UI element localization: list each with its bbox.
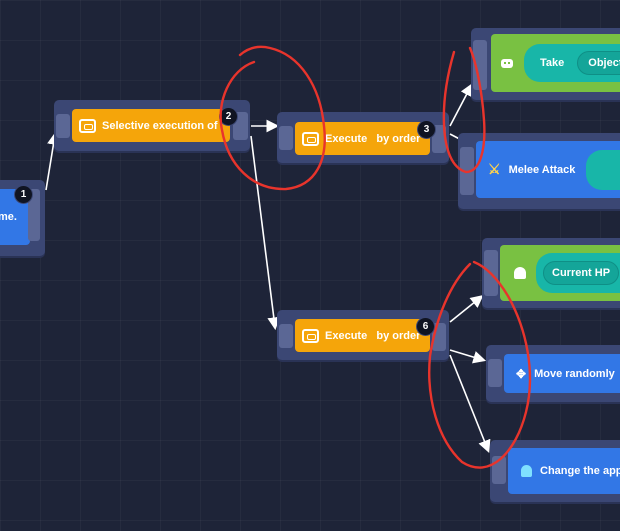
node-4-param-pill[interactable]: Take Object bbox=[524, 44, 620, 82]
ghost-icon bbox=[514, 267, 526, 279]
wire-6-to-9 bbox=[449, 354, 491, 453]
annotation-circle-2 bbox=[442, 46, 486, 174]
node-3[interactable]: Execute by order 3 bbox=[277, 112, 449, 163]
chain-link-icon bbox=[302, 328, 319, 343]
wire-3-to-4 bbox=[449, 83, 473, 127]
crossed-swords-icon: ⚔ bbox=[488, 161, 501, 177]
node-4-input-port[interactable] bbox=[473, 40, 487, 90]
node-8-block[interactable]: ✥ Move randomly bbox=[504, 354, 620, 393]
node-6-label: Execute by order bbox=[325, 329, 421, 342]
annotation-circle-3 bbox=[428, 260, 532, 469]
node-9-block[interactable]: Change the app bbox=[508, 448, 620, 494]
wire-1-to-2 bbox=[45, 131, 60, 191]
node-3-block[interactable]: Execute by order bbox=[295, 122, 430, 155]
node-4-label: Take bbox=[540, 57, 565, 69]
wire-2-to-6 bbox=[250, 135, 281, 331]
ghost-icon bbox=[521, 465, 532, 477]
node-2[interactable]: Selective execution of 2 bbox=[54, 100, 250, 151]
node-4[interactable]: Take Object bbox=[471, 28, 620, 100]
node-8[interactable]: ✥ Move randomly bbox=[486, 345, 620, 402]
node-1-output-port[interactable] bbox=[28, 189, 40, 241]
node-8-label: Move randomly bbox=[534, 367, 615, 380]
node-3-output-port[interactable] bbox=[432, 125, 446, 153]
node-9[interactable]: Change the app bbox=[490, 440, 620, 502]
node-2-input-port[interactable] bbox=[56, 114, 70, 138]
node-6-badge: 6 bbox=[417, 318, 434, 335]
node-2-block[interactable]: Selective execution of bbox=[72, 109, 230, 142]
chain-link-icon bbox=[79, 118, 96, 133]
node-5-label: Melee Attack bbox=[508, 163, 576, 176]
node-7[interactable]: Current HP ▾ bbox=[482, 238, 620, 308]
node-3-label: Execute by order bbox=[325, 132, 421, 145]
node-4-param[interactable]: Object bbox=[577, 51, 620, 75]
node-1-label: me. bbox=[0, 211, 17, 223]
node-9-label: Change the app bbox=[540, 465, 620, 477]
move-arrows-icon: ✥ bbox=[516, 366, 527, 381]
node-3-badge: 3 bbox=[418, 121, 435, 138]
node-7-param-pill[interactable]: Current HP ▾ bbox=[536, 253, 620, 293]
wire-6-to-7 bbox=[449, 294, 484, 323]
node-6-block[interactable]: Execute by order bbox=[295, 319, 430, 352]
chain-link-icon bbox=[302, 131, 319, 146]
node-2-label: Selective execution of bbox=[102, 119, 218, 132]
node-5[interactable]: ⚔ Melee Attack bbox=[458, 133, 620, 209]
node-6-input-port[interactable] bbox=[279, 324, 293, 348]
wire-6-to-8 bbox=[449, 349, 487, 364]
node-5-param-pill[interactable] bbox=[586, 150, 620, 190]
node-3-input-port[interactable] bbox=[279, 126, 293, 150]
annotation-circle-1 bbox=[219, 45, 326, 191]
node-1-badge: 1 bbox=[15, 186, 32, 203]
node-6[interactable]: Execute by order 6 bbox=[277, 310, 449, 360]
node-2-output-port[interactable] bbox=[233, 112, 248, 140]
node-7-param[interactable]: Current HP bbox=[543, 261, 620, 285]
node-1[interactable]: me. 1 bbox=[0, 180, 45, 256]
node-8-input-port[interactable] bbox=[488, 359, 502, 387]
node-2-badge: 2 bbox=[220, 108, 237, 125]
robot-icon bbox=[501, 58, 513, 68]
